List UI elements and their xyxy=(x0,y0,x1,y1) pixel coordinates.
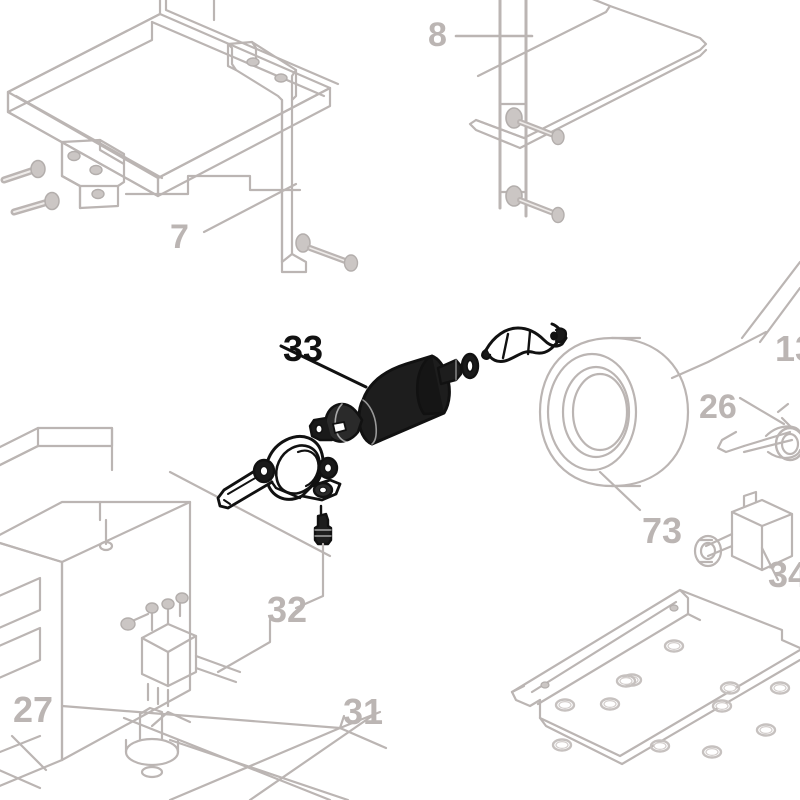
callout-33[interactable]: 33 xyxy=(283,328,324,369)
clamp-bolt xyxy=(313,504,333,546)
leader-27 xyxy=(10,734,48,772)
callout-7[interactable]: 7 xyxy=(170,218,189,256)
callout-26[interactable]: 26 xyxy=(699,388,737,426)
leader-34 xyxy=(760,546,780,582)
solenoid-valve-block xyxy=(693,490,794,572)
lever-linkage-arm xyxy=(716,402,800,462)
angle-bracket-plate xyxy=(60,138,126,210)
leader-73 xyxy=(598,470,642,512)
support-bracket-left xyxy=(226,40,359,274)
cylindrical-roller-bushing xyxy=(538,336,690,488)
leader-31-b xyxy=(248,714,374,800)
fuel-pump-outlet-spigot xyxy=(436,358,463,386)
leader-13 xyxy=(670,330,768,380)
upper-panel-edge xyxy=(468,0,800,344)
callout-31[interactable]: 31 xyxy=(343,691,384,732)
leader-31-a xyxy=(338,710,382,730)
callout-34[interactable]: 34 xyxy=(768,554,800,595)
fuel-pump-inlet-fitting xyxy=(308,402,364,443)
perforated-mounting-plate xyxy=(510,588,800,766)
callout-32[interactable]: 32 xyxy=(267,589,308,630)
leader-32-b xyxy=(294,542,325,610)
leader-32-a xyxy=(216,618,272,674)
fuel-pump-outlet-hose xyxy=(481,322,568,364)
relay-switch-block xyxy=(120,592,242,779)
leader-33 xyxy=(279,344,368,389)
leader-26 xyxy=(738,396,786,426)
clamp-grommet xyxy=(252,458,276,484)
base-frame-rails xyxy=(60,704,388,800)
fuel-pump-body xyxy=(357,354,451,446)
upper-shelf-panel xyxy=(6,0,340,198)
pump-mounting-clamp xyxy=(264,435,342,502)
fuel-pump-o-ring xyxy=(460,352,480,380)
enclosure-cabinet-body xyxy=(0,426,332,790)
callout-13[interactable]: 13 xyxy=(775,328,800,369)
callout-27[interactable]: 27 xyxy=(13,689,54,730)
bracket-bolt-pair xyxy=(0,159,60,216)
leader-7 xyxy=(124,174,302,234)
callout-73[interactable]: 73 xyxy=(642,510,683,551)
highlight-layer xyxy=(216,322,568,610)
rail-mount-screws xyxy=(505,107,565,224)
callout-8[interactable]: 8 xyxy=(428,16,447,54)
